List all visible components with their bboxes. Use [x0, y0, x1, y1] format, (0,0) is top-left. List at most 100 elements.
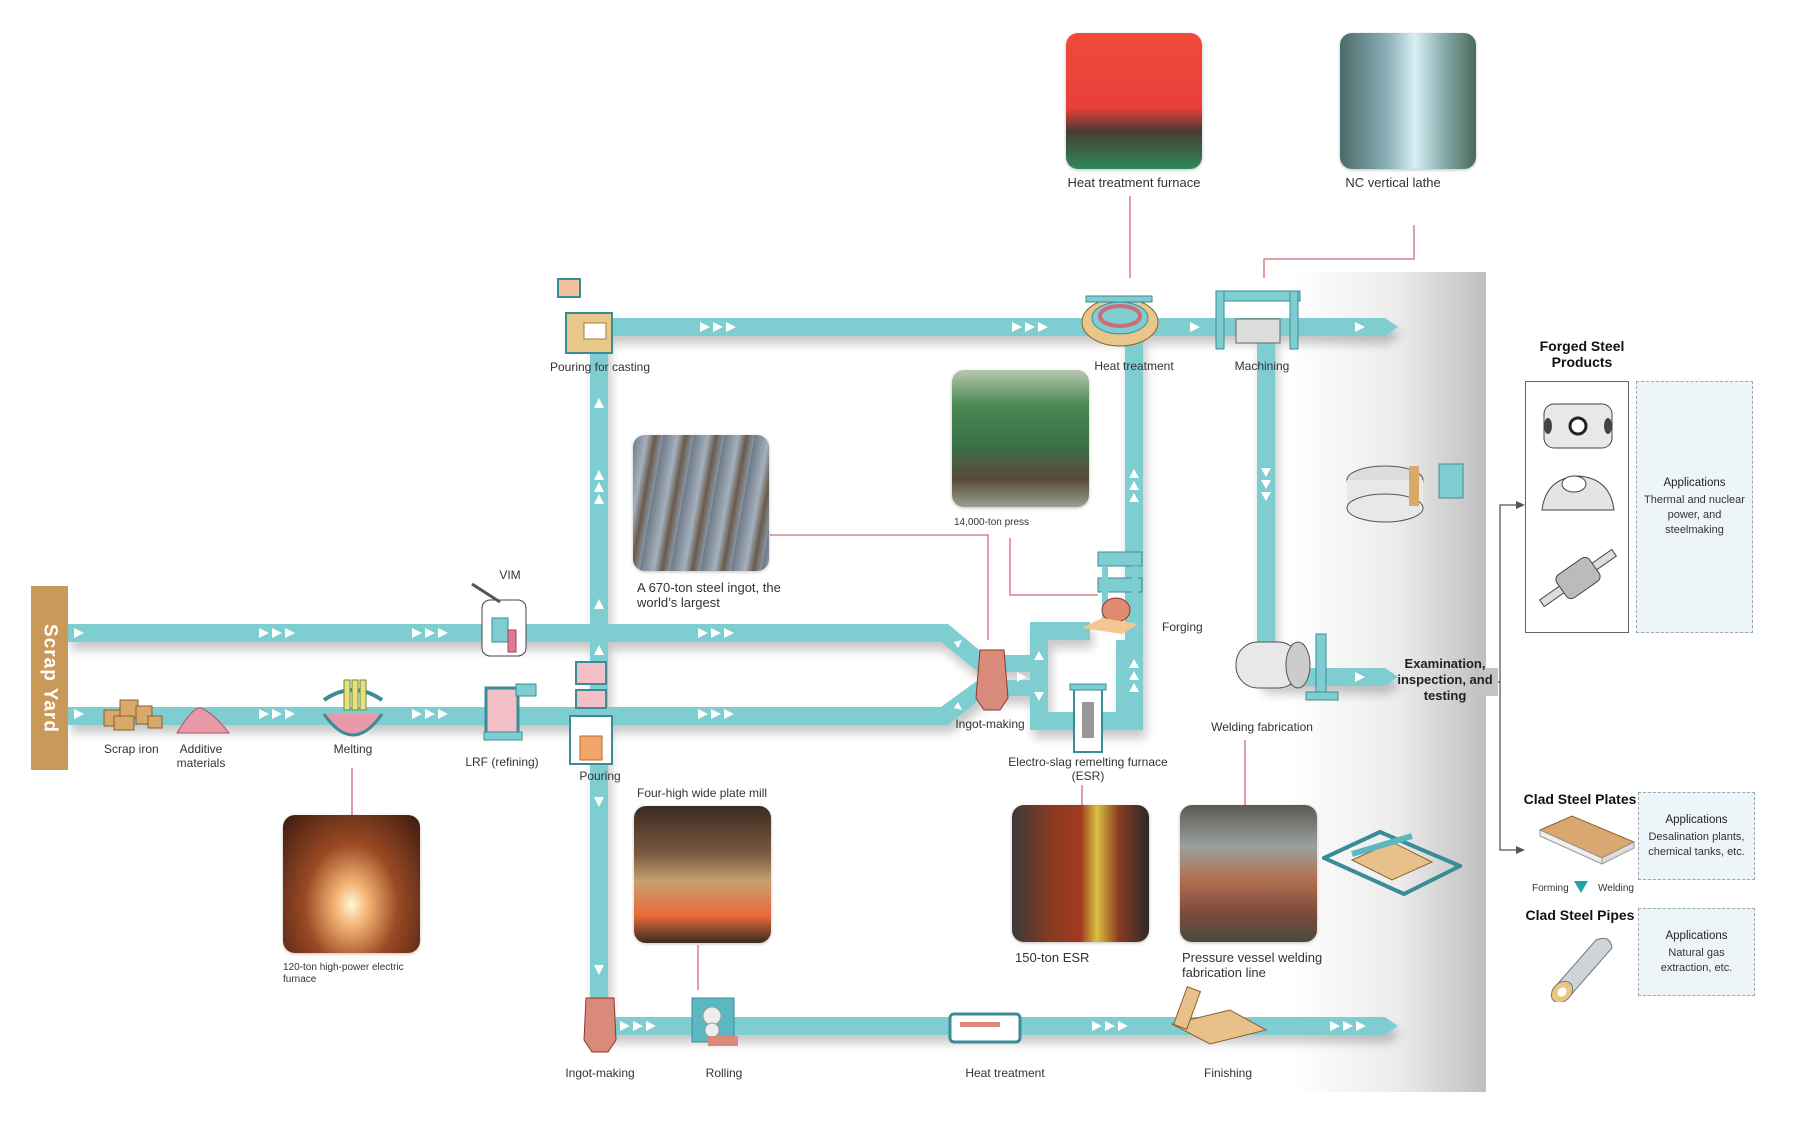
label-scrap-iron: Scrap iron [104, 742, 159, 756]
machining-lathe-icon [1215, 290, 1301, 350]
pouring-for-casting-icon [557, 278, 613, 354]
label-welding-fabrication: Welding fabrication [1211, 720, 1313, 734]
clad-pipes-title: Clad Steel Pipes [1525, 907, 1635, 923]
scrap-yard-bar: Scrap Yard [31, 586, 68, 770]
arrow-icon [954, 640, 962, 648]
forged-products-title: Forged Steel Products [1539, 338, 1625, 370]
clad-plates-title: Clad Steel Plates [1523, 791, 1637, 807]
photo-heat-treatment-furnace [1066, 33, 1202, 169]
clad-plate-icon [1538, 815, 1636, 865]
label-esr: Electro-slag remelting furnace (ESR) [1008, 755, 1168, 783]
rotor-shaft-icon [1538, 548, 1618, 608]
forged-applications-title: Applications [1663, 477, 1726, 489]
label-lrf: LRF (refining) [465, 755, 539, 769]
label-forging: Forging [1162, 620, 1203, 634]
arrow-up-icon [594, 398, 604, 408]
label-heat-treatment-bottom: Heat treatment [965, 1066, 1045, 1080]
flow-arrows [74, 322, 1366, 1031]
label-pouring-for-casting: Pouring for casting [549, 360, 651, 374]
lrf-refining-icon [483, 683, 537, 741]
inspection-equipment-icon [1346, 463, 1464, 523]
esr-furnace-icon [1069, 683, 1107, 753]
arrow-icon [1355, 322, 1365, 332]
head-forging-icon [1541, 475, 1615, 511]
welding-label: Welding [1598, 883, 1634, 894]
arrow-icon [954, 702, 962, 710]
forged-applications-box: Applications Thermal and nuclear power, … [1636, 381, 1753, 633]
arrow-icon [1516, 501, 1525, 509]
arrow-up-icon [1034, 651, 1044, 660]
arrow-icon [1516, 846, 1525, 854]
forging-press-icon [1082, 551, 1143, 634]
welding-fabrication-icon [1235, 633, 1339, 701]
photo-press [952, 370, 1089, 507]
arrow-group-icon [412, 628, 448, 638]
heat-treatment-bottom-icon [948, 1012, 1022, 1044]
clad-plate-gantry-icon [1322, 829, 1462, 897]
arrow-group-icon [259, 628, 295, 638]
caption-pressure-vessel-line: Pressure vessel welding fabrication line [1182, 950, 1323, 980]
arrow-down-icon [594, 797, 604, 807]
arrow-group-up-icon [1129, 659, 1139, 692]
clad-plates-applications-box: Applications Desalination plants, chemic… [1638, 792, 1755, 880]
caption-nc-vertical-lathe: NC vertical lathe [1345, 175, 1441, 190]
pipe-top-line [590, 318, 1398, 336]
arrow-down-icon [594, 965, 604, 975]
caption-heat-treatment-furnace: Heat treatment furnace [1067, 175, 1201, 190]
label-heat-treatment-top: Heat treatment [1094, 359, 1174, 373]
clad-pipes-applications-text: Natural gas extraction, etc. [1660, 946, 1733, 974]
arrow-group-icon [698, 709, 734, 719]
forged-applications-text: Thermal and nuclear power, and steelmaki… [1644, 494, 1745, 536]
caption-electric-furnace: 120-ton high-power electric furnace [283, 962, 404, 985]
pouring-icon [569, 661, 613, 765]
pipe-esr-loop [1030, 330, 1143, 730]
arrow-up-icon [594, 599, 604, 609]
forming-welding-arrow-icon [1574, 881, 1588, 893]
arrow-down-icon [1034, 692, 1044, 701]
arrow-group-icon [1330, 1021, 1366, 1031]
forged-products-illustrations [1538, 403, 1618, 608]
nozzle-shell-icon [1543, 403, 1613, 449]
ingot-making-bottom-icon [583, 997, 617, 1053]
clad-pipe-icon [1550, 937, 1613, 1002]
clad-plates-applications-text: Desalination plants, chemical tanks, etc… [1648, 830, 1745, 858]
pipe-melting-line [68, 680, 1030, 725]
rolling-mill-icon [691, 997, 738, 1046]
photo-pressure-vessel-line [1180, 805, 1317, 942]
clad-pipes-applications-box: Applications Natural gas extraction, etc… [1638, 908, 1755, 996]
caption-press: 14,000-ton press [954, 517, 1030, 528]
label-vim: VIM [499, 568, 521, 582]
arrow-group-icon [1092, 1021, 1128, 1031]
photo-connectors [351, 196, 1415, 990]
arrow-icon [74, 709, 84, 719]
caption-plate-mill: Four-high wide plate mill [637, 786, 768, 800]
caption-steel-ingot: A 670-ton steel ingot, the world’s large… [637, 580, 781, 610]
arrow-group-icon [700, 322, 736, 332]
arrow-group-icon [412, 709, 448, 719]
vim-furnace-icon [471, 582, 527, 657]
caption-150-ton-esr: 150-ton ESR [1015, 950, 1090, 965]
clad-pipes-applications-title: Applications [1665, 929, 1728, 942]
inspection-connector [1476, 668, 1498, 696]
arrow-icon [1355, 672, 1365, 682]
pipe-vim-line [68, 624, 1030, 672]
label-melting: Melting [333, 742, 373, 756]
forming-label: Forming [1532, 883, 1569, 894]
label-examination: Examination, inspection, and testing [1397, 656, 1493, 703]
additive-materials-icon [176, 707, 231, 734]
label-machining: Machining [1234, 359, 1290, 373]
arrow-group-up-icon [594, 470, 604, 504]
arrow-icon [74, 628, 84, 638]
scrap-yard-label: Scrap Yard [39, 623, 61, 733]
label-ingot-making-bottom: Ingot-making [565, 1066, 635, 1080]
label-pouring: Pouring [579, 769, 621, 783]
finishing-icon [1170, 986, 1268, 1045]
clad-plates-applications-title: Applications [1665, 813, 1728, 826]
arrow-up-icon [594, 645, 604, 655]
photo-steel-ingot [633, 435, 769, 571]
photo-nc-vertical-lathe [1340, 33, 1476, 169]
scrap-iron-icon [103, 699, 163, 731]
photo-150-ton-esr [1012, 805, 1149, 942]
arrow-group-icon [698, 628, 734, 638]
